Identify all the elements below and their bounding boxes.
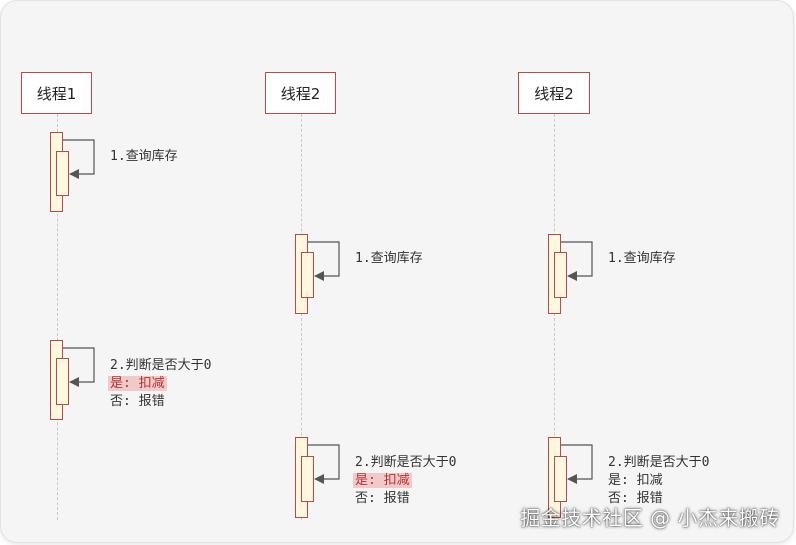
message-label-judge: 2.判断是否大于0 [355, 455, 457, 470]
message-label-yes: 是: 扣减 [608, 473, 663, 488]
participant-label: 线程1 [36, 84, 77, 103]
self-message-arrow [63, 139, 95, 179]
self-message-arrow [63, 347, 95, 387]
activation-bar-nested [554, 252, 567, 298]
activation-bar-nested [56, 151, 69, 196]
participant-thread-2b: 线程2 [518, 72, 590, 114]
message-label-yes: 是: 扣减 [108, 375, 167, 393]
message-label-query: 1.查询库存 [355, 251, 423, 266]
lifeline-thread-2b [554, 114, 555, 520]
participant-thread-1: 线程1 [21, 72, 92, 114]
lifeline-thread-2a [301, 114, 302, 520]
message-label-no: 否: 报错 [608, 491, 663, 506]
self-message-arrow [308, 444, 340, 484]
activation-bar-nested [56, 358, 69, 405]
self-message-arrow [561, 241, 593, 281]
activation-bar-nested [554, 456, 567, 502]
message-label-no: 否: 报错 [355, 491, 410, 506]
message-label-judge: 2.判断是否大于0 [608, 455, 710, 470]
activation-bar-nested [301, 252, 314, 298]
watermark-text: 掘金技术社区 @ 小杰来搬砖 [520, 506, 780, 530]
activation-bar-nested [301, 456, 314, 502]
self-message-arrow [561, 444, 593, 484]
lifeline-thread-1 [57, 114, 58, 520]
message-label-query: 1.查询库存 [110, 149, 178, 164]
self-message-arrow [308, 241, 340, 281]
message-label-judge: 2.判断是否大于0 [110, 358, 212, 373]
message-label-query: 1.查询库存 [608, 251, 676, 266]
participant-label: 线程2 [534, 84, 574, 103]
message-label-yes: 是: 扣减 [353, 472, 412, 490]
highlight-yes: 是: 扣减 [108, 376, 167, 391]
highlight-yes: 是: 扣减 [353, 473, 412, 488]
participant-thread-2a: 线程2 [265, 72, 336, 114]
participant-label: 线程2 [280, 84, 321, 103]
message-label-no: 否: 报错 [110, 394, 165, 409]
